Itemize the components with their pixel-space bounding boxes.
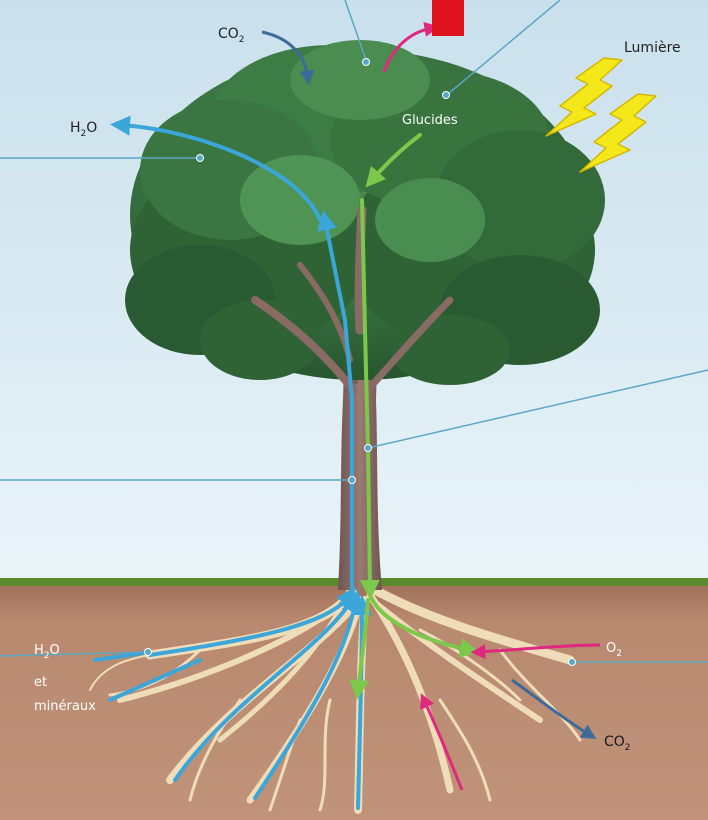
label-co2-soil: CO2: [604, 734, 631, 753]
o2-soil-arrow-2: [420, 693, 464, 791]
red-marker: [432, 0, 464, 36]
pointer-dots: [144, 58, 576, 666]
sugar-flow: [349, 133, 480, 700]
light-bolts: [545, 57, 657, 173]
label-o2-soil: O2: [606, 641, 622, 659]
label-co2-top: CO2: [218, 26, 245, 45]
label-glucides: Glucides: [402, 113, 458, 128]
label-h2o-soil: H2O: [34, 643, 60, 661]
co2-soil-arrow: [511, 678, 597, 739]
label-mineraux: minéraux: [34, 699, 96, 714]
label-lumiere: Lumière: [624, 40, 681, 56]
co2-in-arrow: [261, 30, 315, 86]
o2-out-arrow: [382, 21, 440, 73]
label-h2o-left: H2O: [70, 120, 97, 139]
water-flow: [93, 115, 372, 810]
o2-soil-arrow: [470, 643, 601, 660]
pointer-lines: [0, 0, 708, 663]
label-et: et: [34, 675, 47, 690]
